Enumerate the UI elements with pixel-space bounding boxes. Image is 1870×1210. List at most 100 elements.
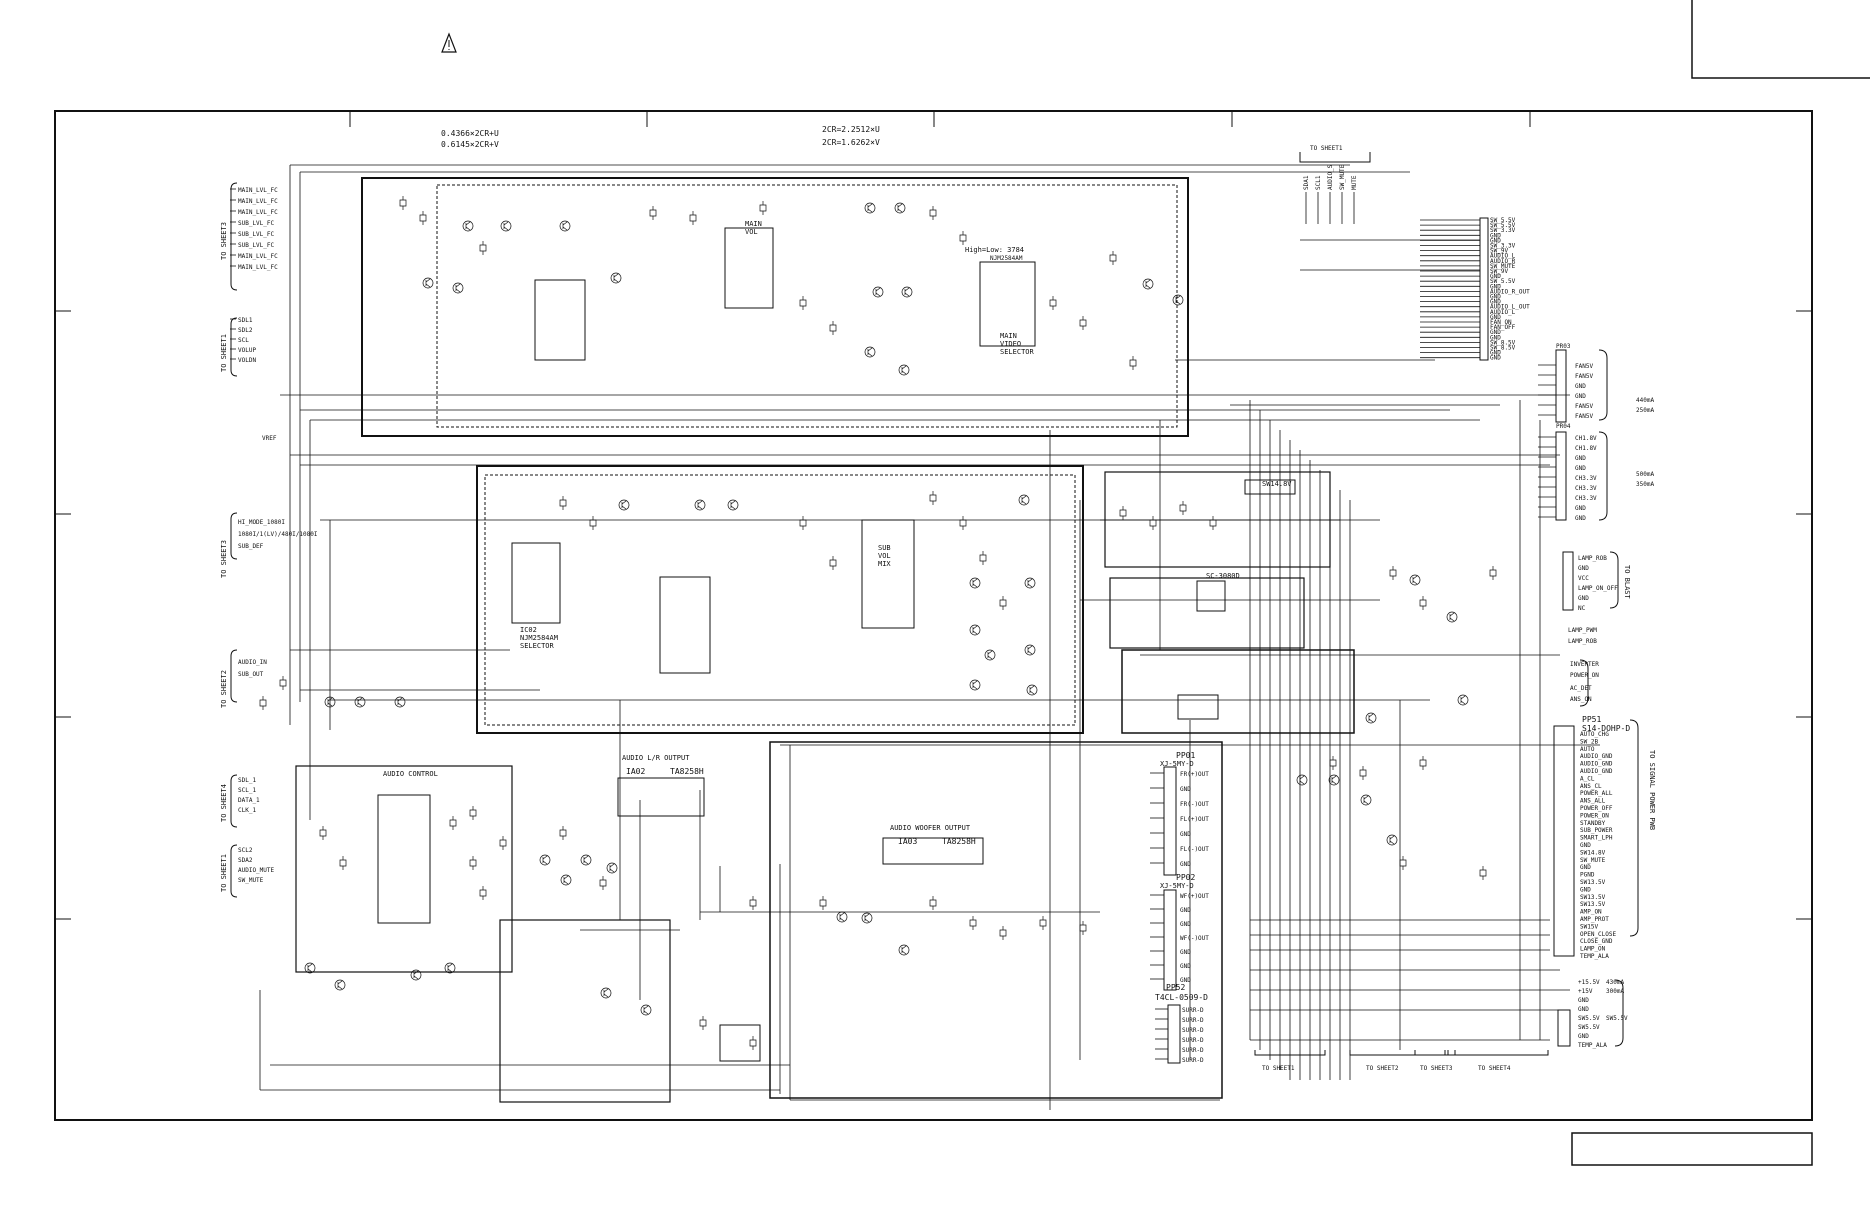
- header-pin-label: AUDIO_L: [1490, 253, 1516, 260]
- transistor-symbol: [1018, 494, 1030, 506]
- formula-mid: 2CR=2.2512×U: [822, 125, 880, 134]
- bus-label: SDA1: [1303, 175, 1310, 190]
- resistor-symbol: [829, 556, 837, 570]
- current-label: 440mA: [1636, 397, 1654, 404]
- connector-pin: POWER_ALL: [1580, 790, 1613, 797]
- header-pin-label: SW_5.5V: [1490, 217, 1516, 224]
- header-pp51: [1553, 725, 1575, 957]
- connector-pin: VCC: [1578, 575, 1589, 582]
- connector-pin: SW_2B: [1580, 738, 1598, 745]
- sub-mix-label: MIX: [878, 560, 891, 568]
- transistor-symbol: [324, 696, 336, 708]
- header-pin-label: GND: [1490, 237, 1501, 244]
- resistor-symbol: [479, 886, 487, 900]
- transistor-symbol: [559, 220, 571, 232]
- sheet-ref: TO SHEET1: [1310, 145, 1343, 152]
- resistor-symbol: [1129, 356, 1137, 370]
- sheet-ref: TO SHEET4: [1478, 1065, 1511, 1072]
- formula-mid: 2CR=1.6262×V: [822, 138, 880, 147]
- sub-selector-label: SELECTOR: [520, 642, 555, 650]
- connector-pin: SUB_POWER: [1580, 827, 1613, 834]
- header-pp01: [1163, 766, 1177, 876]
- connector-pin: FAN5V: [1575, 373, 1593, 380]
- left-connector-label: SDL_1: [238, 777, 256, 784]
- connector-label: INVERTER: [1570, 661, 1599, 668]
- transistor-symbol: [500, 220, 512, 232]
- bus-label: SCL1: [1315, 175, 1322, 190]
- transistor-symbol: [694, 499, 706, 511]
- section-main-video: [361, 177, 1189, 437]
- left-connector-label: SCL2: [238, 847, 253, 854]
- connector-part: XJ-5MY-D: [1160, 882, 1194, 890]
- header-pin-label: GND: [1490, 283, 1501, 290]
- header-pin-label: AUDIO_L: [1490, 309, 1516, 316]
- transistor-symbol: [1026, 684, 1038, 696]
- transistor-symbol: [1446, 611, 1458, 623]
- left-connector-label: SUB_LVL_FC: [238, 220, 275, 227]
- resistor-symbol: [959, 231, 967, 245]
- audio-lr-label: AUDIO L/R OUTPUT: [622, 754, 690, 762]
- ic-sw-reg: [1177, 694, 1219, 720]
- ic-main-selector: [979, 261, 1036, 347]
- connector-pin: GND: [1180, 861, 1191, 868]
- transistor-symbol: [969, 679, 981, 691]
- header-pin-label: SW_8.5V: [1490, 345, 1516, 352]
- sheet-ref: TO SHEET1: [1262, 1065, 1295, 1072]
- header-lamp: [1562, 551, 1574, 611]
- resistor-symbol: [749, 1036, 757, 1050]
- header-pp52: [1167, 1004, 1181, 1064]
- connector-pin: FAN5V: [1575, 363, 1593, 370]
- connector-label: ANS_ON: [1570, 696, 1592, 703]
- sheet-ref: TO BLAST: [1623, 565, 1631, 600]
- resistor-symbol: [819, 896, 827, 910]
- header-top-right: [1479, 217, 1489, 361]
- vol-label: VOL: [745, 228, 758, 236]
- connector-name: PR04: [1556, 423, 1571, 430]
- resistor-symbol: [1489, 566, 1497, 580]
- connector-pin: SW13.5V: [1580, 879, 1606, 886]
- connector-pin: NC: [1578, 605, 1586, 612]
- connector-pin: CH1.8V: [1575, 445, 1597, 452]
- connector-pin: FL(-)OUT: [1180, 846, 1209, 853]
- formula-left: 0.6145×2CR+V: [441, 140, 499, 149]
- resistor-symbol: [259, 696, 267, 710]
- ic-ia03: [882, 837, 984, 865]
- sheet-ref: TO SHEET3: [220, 540, 228, 578]
- connector-pin: GND: [1578, 997, 1589, 1004]
- section-lower-left: [499, 919, 671, 1103]
- resistor-symbol: [499, 836, 507, 850]
- resistor-symbol: [559, 826, 567, 840]
- sub-mix-label: SUB: [878, 544, 891, 552]
- sheet-ref: TO SHEET2: [220, 670, 228, 708]
- sheet-ref: TO SIGNAL POWER PWB: [1648, 750, 1656, 830]
- connector-pin: SURR-D: [1182, 1027, 1204, 1034]
- connector-pin: GND: [1575, 465, 1586, 472]
- connector-pin: SW13.5V: [1580, 894, 1606, 901]
- transistor-symbol: [560, 874, 572, 886]
- connector-pin: WF(+)OUT: [1180, 893, 1209, 900]
- connector-pin: AUDIO_GND: [1580, 768, 1613, 775]
- connector-name: PP02: [1176, 873, 1195, 882]
- header-pin-label: GND: [1490, 350, 1501, 357]
- resistor-symbol: [1359, 766, 1367, 780]
- transistor-symbol: [969, 577, 981, 589]
- current-label: 250mA: [1636, 407, 1654, 414]
- ic-audio-control: [377, 794, 431, 924]
- resistor-symbol: [829, 321, 837, 335]
- resistor-symbol: [759, 201, 767, 215]
- connector-pin: FR(-)OUT: [1180, 801, 1209, 808]
- left-connector-label: AUDIO_IN: [238, 659, 267, 666]
- header-pin-label: GND: [1490, 355, 1501, 362]
- resistor-symbol: [599, 876, 607, 890]
- resistor-symbol: [929, 896, 937, 910]
- transistor-symbol: [600, 987, 612, 999]
- transistor-symbol: [539, 854, 551, 866]
- resistor-symbol: [589, 516, 597, 530]
- sub-mix-label: VOL: [878, 552, 891, 560]
- connector-pin: SURR-D: [1182, 1057, 1204, 1064]
- connector-pin: STANDBY: [1580, 820, 1606, 827]
- left-connector-label: AUDIO_MUTE: [238, 867, 275, 874]
- sheet-ref: TO SHEET3: [1420, 1065, 1453, 1072]
- transistor-symbol: [864, 202, 876, 214]
